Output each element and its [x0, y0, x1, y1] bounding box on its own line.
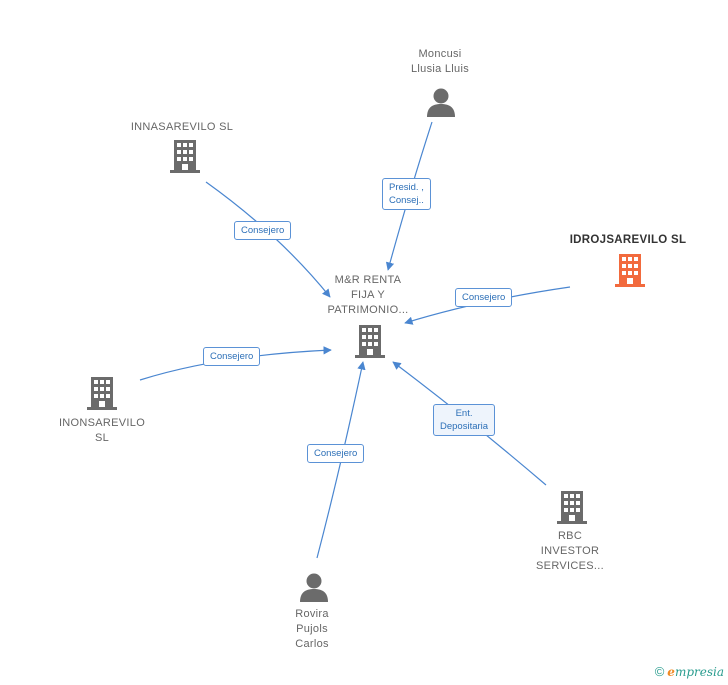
building-icon[interactable]	[615, 254, 645, 287]
person-icon[interactable]	[300, 573, 328, 603]
building-icon[interactable]	[557, 491, 587, 524]
edge-label-rovira[interactable]: Consejero	[307, 444, 365, 463]
edge-label-rbc[interactable]: Ent. Depositaria	[433, 404, 496, 436]
copyright-icon: ©	[654, 664, 665, 679]
edge-label-idrojsarevilo[interactable]: Consejero	[455, 288, 513, 307]
node-label-inonsarevilo[interactable]: INONSAREVILO SL	[58, 417, 146, 444]
node-label-rovira[interactable]: Rovira Pujols Carlos	[295, 608, 329, 650]
node-label-innasarevilo[interactable]: INNASAREVILO SL	[130, 121, 234, 133]
node-label-moncusi[interactable]: Moncusi Llusia Lluis	[410, 48, 470, 75]
brand-logo: ©empresia	[654, 664, 724, 679]
edge-line-rovira	[316, 361, 366, 559]
node-label-center[interactable]: M&R RENTA FIJA Y PATRIMONIO...	[327, 274, 409, 316]
node-label-rbc[interactable]: RBC INVESTOR SERVICES...	[536, 530, 604, 572]
building-icon[interactable]	[355, 325, 385, 358]
building-icon[interactable]	[170, 140, 200, 173]
node-label-idrojsarevilo[interactable]: IDROJSAREVILO SL	[569, 234, 687, 246]
building-icon[interactable]	[87, 377, 117, 410]
edge-label-moncusi[interactable]: Presid. , Consej..	[382, 178, 431, 210]
person-icon[interactable]	[427, 88, 455, 118]
edge-label-innasarevilo[interactable]: Consejero	[234, 221, 292, 240]
edge-label-inonsarevilo[interactable]: Consejero	[203, 347, 261, 366]
